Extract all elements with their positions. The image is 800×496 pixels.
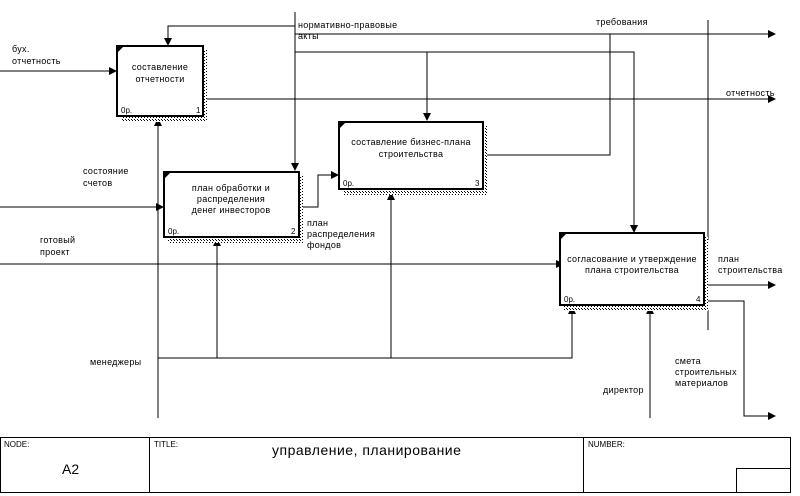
- connector-lines: [0, 12, 776, 420]
- label-buh-line-1: бух.: [12, 44, 30, 54]
- label-buh-line-2: отчетность: [12, 56, 61, 66]
- box-4[interactable]: согласование и утверждение плана строите…: [559, 232, 708, 311]
- label-plan-raspr-line-1: план: [307, 218, 328, 228]
- footer-frame: NODE: A2 TITLE: управление, планирование…: [0, 437, 791, 493]
- box-4-title-line-1: согласование и утверждение: [567, 254, 697, 264]
- label-trebovaniya: требования: [596, 17, 648, 27]
- footer-node-value: A2: [62, 461, 79, 477]
- footer-number-label: NUMBER:: [588, 440, 625, 449]
- box-1[interactable]: составление отчетности 0р. 1: [116, 45, 207, 122]
- arrow-plan-raspredeleniya: [299, 171, 339, 208]
- arrow-normativ-to-box1: [164, 12, 296, 46]
- box-4-title-line-2: плана строительства: [585, 265, 679, 275]
- label-director: директор: [603, 385, 644, 395]
- box-frame: [116, 45, 204, 117]
- label-sostoyanie-line-2: счетов: [83, 178, 112, 188]
- label-normativ-line-2: акты: [298, 31, 319, 41]
- box-2[interactable]: план обработки и распределения денег инв…: [163, 171, 303, 243]
- box-4-code: 0р.: [564, 295, 575, 304]
- box-frame: [163, 171, 300, 238]
- footer-title-value: управление, планирование: [272, 442, 461, 458]
- box-1-title-line-2: отчетности: [135, 74, 184, 84]
- box-2-title-line-1: план обработки и: [192, 183, 270, 193]
- label-gotovy-line-1: готовый: [40, 235, 75, 245]
- label-smeta-line-2: строительных: [675, 367, 737, 377]
- box-3-number: 3: [475, 179, 480, 188]
- box-3-title-line-1: составление бизнес-плана: [351, 137, 471, 147]
- label-otchetnost: отчетность: [726, 88, 775, 98]
- box-2-title-line-3: денег инвесторов: [192, 205, 271, 215]
- arrow-box3-trebovaniya: [484, 34, 611, 156]
- box-4-number: 4: [696, 295, 701, 304]
- box-1-code: 0р.: [121, 106, 132, 115]
- arrow-smeta: [705, 300, 776, 420]
- box-1-title-line-1: составление: [132, 62, 188, 72]
- label-plan-raspr-line-2: распределения: [307, 229, 375, 239]
- label-smeta-line-3: материалов: [675, 378, 728, 388]
- label-plan-raspr-line-3: фондов: [307, 240, 341, 250]
- box-2-title-line-2: распределения: [197, 194, 265, 204]
- arrow-labels: бух. отчетность нормативно-правовые акты…: [12, 17, 783, 395]
- label-sostoyanie-line-1: состояние: [83, 166, 129, 176]
- box-2-code: 0р.: [168, 227, 179, 236]
- box-frame: [559, 232, 705, 306]
- footer-title-label: TITLE:: [154, 440, 178, 449]
- box-3[interactable]: составление бизнес-плана строительства 0…: [338, 121, 487, 195]
- footer-corner-box: [736, 468, 791, 493]
- box-2-number: 2: [291, 227, 296, 236]
- arrow-managers-box4: [158, 306, 576, 359]
- label-plan-str-line-2: строительства: [718, 265, 783, 275]
- box-1-number: 1: [196, 106, 201, 115]
- arrow-normativ-to-box4: [427, 51, 638, 233]
- box-3-title-line-2: строительства: [379, 149, 444, 159]
- label-gotovy-line-2: проект: [40, 247, 70, 257]
- label-plan-str-line-1: план: [718, 254, 739, 264]
- label-smeta-line-1: смета: [675, 356, 701, 366]
- label-managers: менеджеры: [90, 357, 141, 367]
- box-3-code: 0р.: [343, 179, 354, 188]
- footer-node-label: NODE:: [4, 440, 29, 449]
- label-normativ-line-1: нормативно-правовые: [298, 20, 397, 30]
- arrow-normativ-to-box3: [295, 51, 431, 121]
- box-frame: [338, 121, 484, 190]
